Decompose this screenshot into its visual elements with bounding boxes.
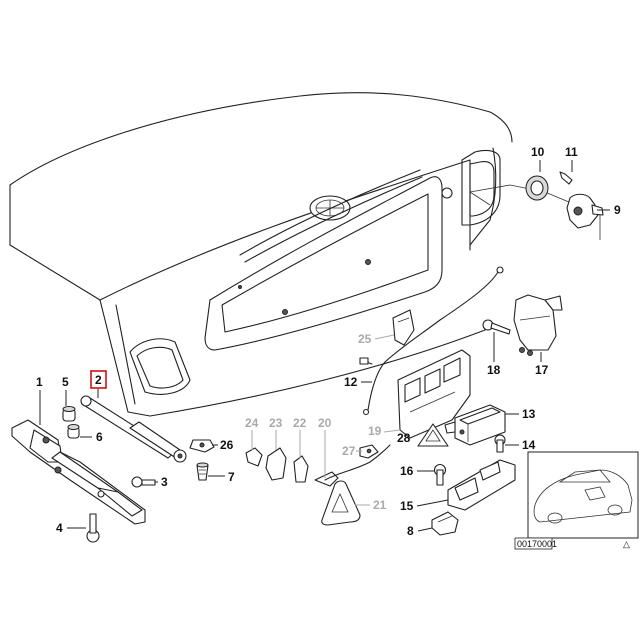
switch-part-15 — [447, 459, 516, 511]
handle-part-21 — [321, 480, 361, 526]
label-17: 17 — [535, 363, 549, 377]
label-4: 4 — [56, 521, 63, 535]
cap-part-8 — [431, 511, 459, 536]
screw-part-16 — [433, 463, 447, 486]
lock-cylinder-group — [469, 171, 604, 240]
label-24: 24 — [245, 416, 259, 430]
label-27: 27 — [342, 444, 356, 458]
part-labels: 10 11 9 1 5 2 6 3 4 26 7 24 2 — [36, 145, 621, 538]
warning-sticker — [417, 423, 449, 447]
label-18: 18 — [487, 363, 501, 377]
clip-parts — [245, 444, 391, 487]
highlight-box-2 — [90, 370, 107, 389]
inset-code: 00170001 — [517, 539, 557, 549]
label-15: 15 — [400, 499, 414, 513]
label-22: 22 — [293, 416, 307, 430]
small-parts-center — [189, 439, 215, 481]
label-16: 16 — [400, 464, 414, 478]
gas-strut-part-2 — [80, 395, 187, 463]
small-piece-27 — [359, 444, 379, 459]
label-26: 26 — [220, 438, 234, 452]
corner-mark: △ — [623, 539, 630, 549]
label-20: 20 — [318, 416, 332, 430]
hinge-part-1 — [11, 419, 146, 525]
label-28: 28 — [397, 431, 411, 445]
label-8: 8 — [407, 524, 414, 538]
label-21: 21 — [373, 498, 387, 512]
label-10: 10 — [531, 145, 545, 159]
label-14: 14 — [522, 438, 536, 452]
vehicle-inset: 00170001 △ — [514, 451, 639, 550]
label-9: 9 — [614, 203, 621, 217]
label-19: 19 — [368, 424, 382, 438]
actuator-part-13 — [444, 404, 506, 446]
label-3: 3 — [161, 475, 168, 489]
screw-part-14 — [494, 434, 506, 453]
latch-part-17 — [513, 294, 563, 356]
trunk-lid-outline — [9, 92, 513, 417]
label-6: 6 — [96, 430, 103, 444]
label-2: 2 — [95, 373, 102, 387]
label-25: 25 — [358, 332, 372, 346]
label-5: 5 — [62, 375, 69, 389]
screw-part-18 — [482, 319, 511, 335]
bracket-part-28 — [397, 349, 471, 439]
label-7: 7 — [228, 470, 235, 484]
bracket-part-25 — [392, 309, 415, 346]
label-11: 11 — [565, 145, 578, 159]
label-13: 13 — [522, 407, 536, 421]
label-12: 12 — [344, 375, 358, 389]
label-23: 23 — [269, 416, 283, 430]
small-parts-left — [62, 406, 156, 543]
cable-part-12 — [359, 266, 504, 416]
label-1: 1 — [36, 375, 43, 389]
